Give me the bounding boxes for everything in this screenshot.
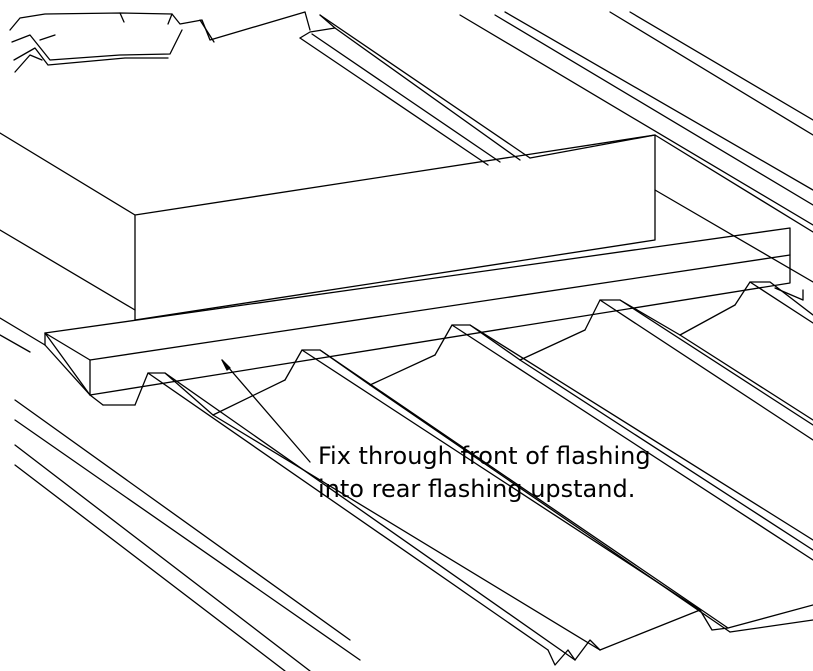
front-flashing	[44, 227, 791, 396]
bottom-right-rib	[547, 604, 813, 666]
upper-rooflight-channel	[299, 14, 531, 166]
annotation-text: Fix through front of flashing into rear …	[318, 440, 651, 506]
annotation-line-2: into rear flashing upstand.	[318, 475, 636, 503]
right-background-lines	[459, 11, 813, 283]
bottom-left-lines	[14, 399, 361, 671]
roof-sheet-pans	[89, 287, 804, 416]
annotation-line-1: Fix through front of flashing	[318, 442, 651, 470]
left-background-lines	[0, 132, 136, 353]
top-left-profile-strip	[9, 11, 311, 73]
annotation-leader	[221, 359, 311, 463]
rooflight-upstand-box	[134, 134, 656, 321]
roof-sheet-rib-lines	[147, 281, 813, 661]
